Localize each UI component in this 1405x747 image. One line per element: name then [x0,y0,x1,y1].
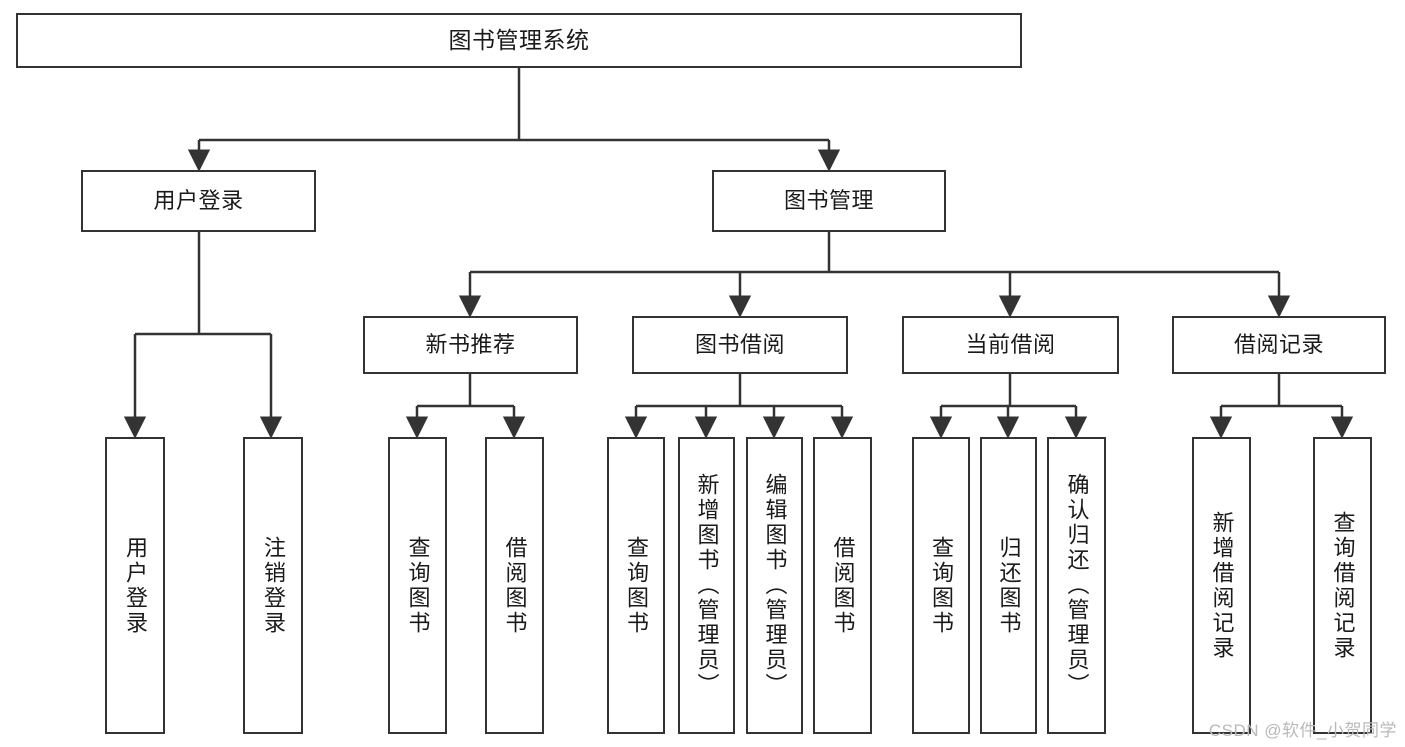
node-leaf-borrow-book[interactable]: 借阅图书 [813,437,872,734]
node-label: 确认归还（管理员） [1064,473,1090,698]
node-label: 图书管理 [783,188,874,214]
node-label: 查询图书 [405,535,431,636]
node-label: 图书管理系统 [448,26,590,53]
node-leaf-query-book-current[interactable]: 查询图书 [912,437,970,734]
node-label: 新增图书（管理员） [694,473,720,698]
node-root-system[interactable]: 图书管理系统 [16,13,1022,68]
node-label: 注销登录 [261,535,286,636]
node-book-borrow[interactable]: 图书借阅 [632,316,848,374]
node-label: 查询图书 [624,535,649,636]
node-borrow-record[interactable]: 借阅记录 [1172,316,1386,374]
node-leaf-add-book-admin[interactable]: 新增图书（管理员） [678,437,735,734]
node-leaf-add-borrow-record[interactable]: 新增借阅记录 [1192,437,1251,734]
node-label: 图书借阅 [694,332,785,358]
node-label: 查询图书 [929,535,954,636]
node-label: 用户登录 [153,188,244,214]
node-label: 当前借阅 [965,332,1056,358]
node-leaf-query-book-borrow[interactable]: 查询图书 [607,437,665,734]
node-leaf-user-login[interactable]: 用户登录 [105,437,165,734]
node-label: 归还图书 [996,535,1022,636]
watermark: CSDN @软件_小贺同学 [1208,721,1397,740]
node-leaf-borrow-book-recommend[interactable]: 借阅图书 [485,437,544,734]
node-label: 借阅图书 [502,535,528,636]
node-label: 借阅图书 [830,535,856,636]
node-label: 新增借阅记录 [1209,510,1235,661]
node-user-login[interactable]: 用户登录 [81,170,316,232]
node-leaf-query-book-recommend[interactable]: 查询图书 [388,437,447,734]
node-leaf-edit-book-admin[interactable]: 编辑图书（管理员） [746,437,803,734]
node-label: 编辑图书（管理员） [762,473,788,698]
node-label: 用户登录 [123,535,148,636]
node-label: 查询借阅记录 [1330,510,1356,661]
node-new-book-recommend[interactable]: 新书推荐 [363,316,578,374]
node-label: 新书推荐 [425,332,516,358]
node-leaf-confirm-return-admin[interactable]: 确认归还（管理员） [1047,437,1106,734]
node-leaf-logout[interactable]: 注销登录 [243,437,303,734]
node-current-borrow[interactable]: 当前借阅 [902,316,1119,374]
node-book-management[interactable]: 图书管理 [712,170,946,232]
node-leaf-query-borrow-record[interactable]: 查询借阅记录 [1313,437,1372,734]
node-label: 借阅记录 [1233,332,1324,358]
node-leaf-return-book[interactable]: 归还图书 [980,437,1037,734]
